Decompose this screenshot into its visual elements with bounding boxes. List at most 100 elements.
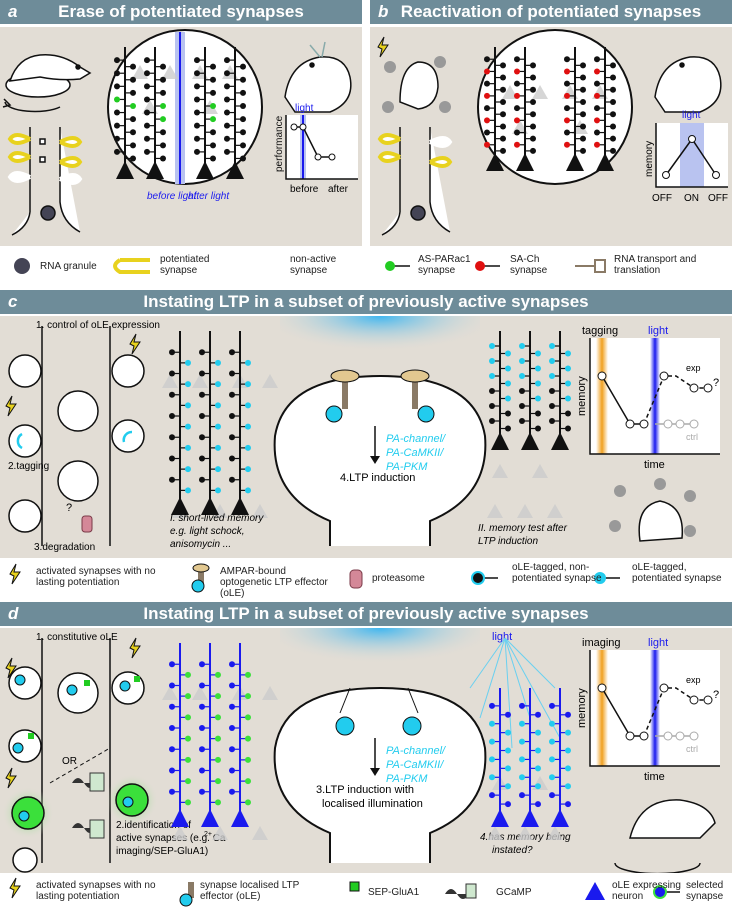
spine-head — [484, 105, 490, 112]
spine-head — [549, 403, 555, 409]
spine-head — [130, 76, 136, 83]
spine-head — [185, 402, 191, 409]
x-label: before — [290, 184, 319, 195]
spine-head — [215, 778, 221, 785]
spine-head — [489, 738, 495, 745]
panel-letter: d — [8, 604, 19, 623]
spine-head — [564, 117, 570, 124]
spine-head — [160, 129, 166, 136]
gcamp-icon — [445, 883, 477, 899]
axis-y: performance — [274, 115, 285, 172]
panel-c-illustration: 1. control of oLE expression 2.tagging 3… — [5, 316, 720, 553]
spine-head — [144, 122, 150, 129]
spine-head — [530, 74, 536, 81]
spine-head — [580, 135, 586, 142]
spine-head — [169, 661, 175, 668]
spine-head — [199, 682, 205, 689]
panel-d-illustration: OR 1. constitutive oLE 2.identification … — [2, 628, 720, 875]
ole-neuron-icon — [585, 882, 605, 900]
spine-head — [224, 96, 230, 103]
effector-text: PA-CaMKII/ — [386, 447, 444, 459]
spine-head — [564, 141, 570, 148]
spine-head — [185, 466, 191, 473]
spine-head — [245, 444, 251, 451]
spine-head — [229, 349, 235, 356]
spine-head — [130, 142, 136, 149]
neuron-soma — [196, 161, 214, 179]
spine-head — [594, 141, 600, 148]
spine-head — [484, 92, 490, 99]
lightning-icon — [5, 395, 17, 417]
spine-head — [160, 155, 166, 162]
spine-head — [169, 682, 175, 689]
spine-head — [114, 96, 120, 103]
question: ? — [66, 502, 72, 514]
step4: 4.LTP induction — [340, 472, 415, 484]
spine-head — [484, 129, 490, 136]
spine-head — [549, 738, 555, 745]
proteasome-icon — [349, 569, 363, 589]
spine-head — [484, 117, 490, 124]
spine-head — [505, 395, 511, 402]
exp-label: exp — [686, 363, 701, 373]
spine-head — [245, 359, 251, 366]
spine-head — [185, 671, 191, 678]
spine-head — [565, 365, 571, 372]
spine-head — [160, 142, 166, 149]
spine-head — [144, 135, 150, 142]
spine-head — [210, 116, 216, 123]
spine-head — [565, 729, 571, 736]
spine-head — [185, 756, 191, 763]
potentiated-synapse-icon — [113, 258, 150, 274]
spine-head — [185, 423, 191, 430]
spine-head — [240, 116, 246, 123]
spine-head — [210, 76, 216, 83]
spine-head — [519, 756, 525, 763]
spine-head — [240, 103, 246, 109]
spine-head — [240, 76, 246, 83]
spine-head — [210, 155, 216, 162]
spine-head — [240, 63, 246, 70]
spine-head — [215, 381, 221, 388]
spine-head — [130, 89, 136, 96]
x-label: OFF — [652, 193, 672, 204]
neuron-soma — [516, 153, 534, 171]
legend-d: activated synapses with no lasting poten… — [0, 876, 732, 913]
spine-head — [144, 96, 150, 103]
light-beams — [469, 637, 561, 749]
spine-head — [565, 395, 571, 402]
spine-head — [519, 738, 525, 745]
spine-head — [245, 402, 251, 409]
spine-head — [530, 62, 536, 69]
spine-head — [500, 74, 506, 81]
spine-head — [549, 388, 555, 394]
spine-head — [169, 413, 175, 419]
spine-head — [199, 370, 205, 377]
spine-head — [594, 68, 600, 75]
spine-head — [535, 711, 541, 718]
spine-head — [229, 391, 235, 398]
spine-head — [169, 349, 175, 356]
panel-d: OR 1. constitutive oLE 2.identification … — [0, 628, 732, 875]
neuron-soma — [596, 153, 614, 171]
neuron-soma — [521, 809, 539, 827]
spine-head — [514, 56, 520, 63]
spine-head — [514, 129, 520, 136]
spine-head — [594, 117, 600, 124]
light-label: light — [682, 110, 701, 121]
spine-head — [514, 117, 520, 124]
spine-head — [194, 96, 200, 103]
spine-head — [505, 729, 511, 736]
lightning-icon — [129, 637, 141, 659]
spine-head — [144, 83, 150, 90]
spine-head — [229, 370, 235, 377]
spine-head — [535, 747, 541, 754]
spine-head — [210, 129, 216, 136]
spine-head — [169, 746, 175, 753]
spine-head — [224, 122, 230, 129]
spine-head — [199, 391, 205, 398]
legend-label: potentiated synapse — [160, 254, 210, 276]
spine-head — [530, 147, 536, 154]
spine-head — [610, 99, 616, 105]
panel-letter: c — [8, 292, 18, 311]
